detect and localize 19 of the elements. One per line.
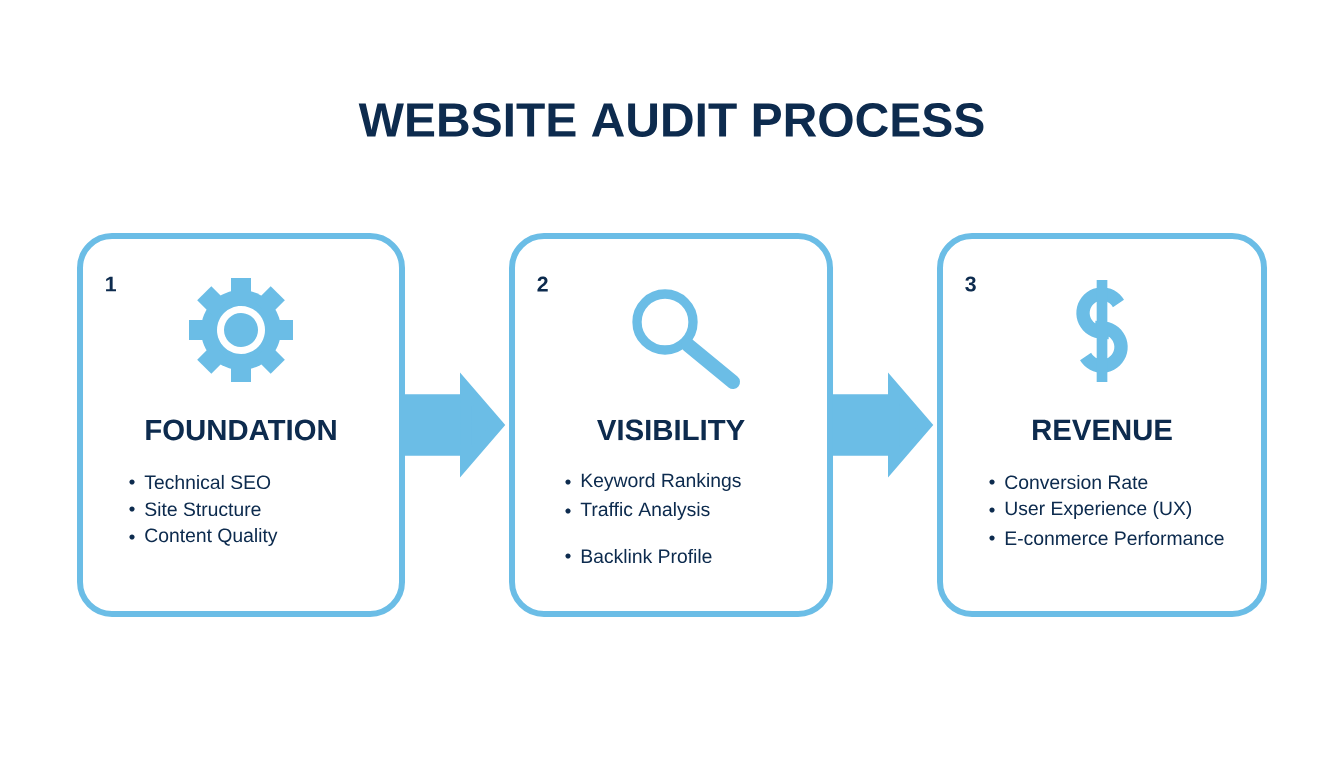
- bullet-item: Site Structure: [129, 501, 261, 517]
- step-heading: VISIBILITY: [597, 419, 745, 441]
- step-number: 2: [537, 276, 548, 292]
- step-heading: FOUNDATION: [146, 419, 336, 441]
- bullet-item: Keyword Rankings: [565, 473, 741, 491]
- step-heading: REVENUE: [1033, 419, 1172, 441]
- step-card: [509, 233, 833, 617]
- step-card: [937, 233, 1267, 617]
- bullet-item: Content Quality: [129, 528, 278, 546]
- title: WEBSITE AUDIT PROCESS: [358, 103, 984, 137]
- step-card: [77, 233, 405, 617]
- bullet-item: Technical SEO: [129, 474, 271, 490]
- bullet-item: E-conmerce Performance: [989, 530, 1224, 546]
- bullet-item: Backlink Profile: [565, 548, 712, 564]
- bullet-item: Conversion Rate: [989, 474, 1148, 490]
- bullet-item: Traffic Analysis: [565, 502, 710, 520]
- step-number: 1: [106, 276, 116, 292]
- bullet-item: User Experience (UX): [989, 501, 1192, 519]
- step-number: 3: [965, 276, 976, 292]
